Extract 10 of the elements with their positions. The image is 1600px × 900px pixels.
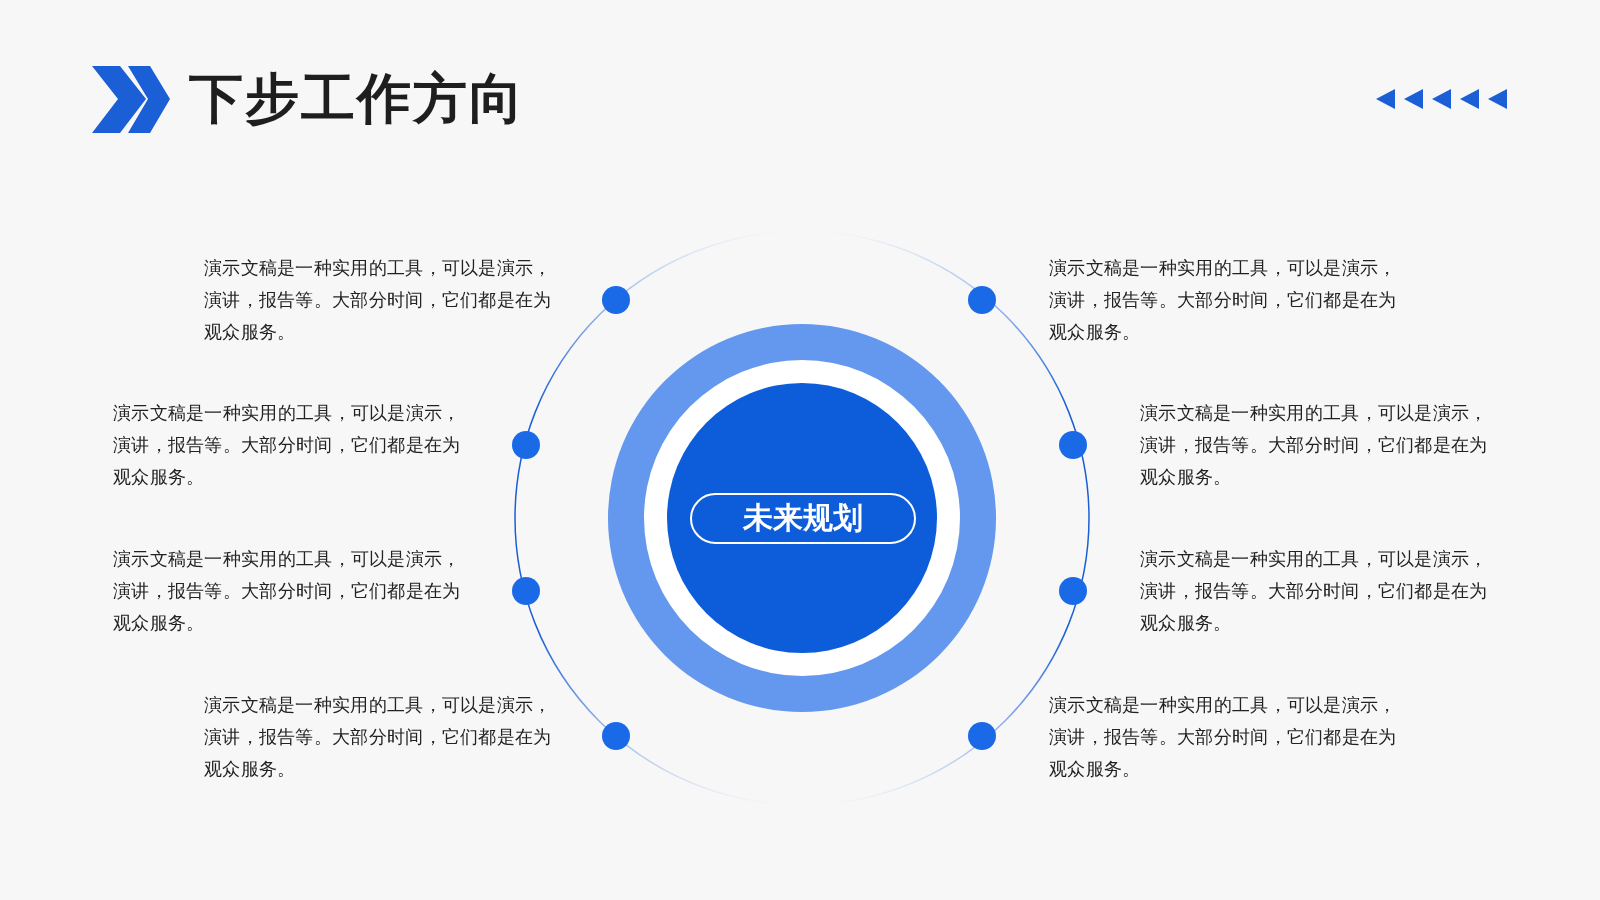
description-text: 演示文稿是一种实用的工具，可以是演示，演讲，报告等。大部分时间，它们都是在为观众服务。	[1049, 693, 1398, 781]
title-pill: 未来规划	[690, 493, 916, 544]
description-text: 演示文稿是一种实用的工具，可以是演示，演讲，报告等。大部分时间，它们都是在为观众服务。	[204, 693, 553, 781]
description-text: 演示文稿是一种实用的工具，可以是演示，演讲，报告等。大部分时间，它们都是在为观众服务。	[113, 547, 462, 635]
description-text: 演示文稿是一种实用的工具，可以是演示，演讲，报告等。大部分时间，它们都是在为观众服务。	[204, 256, 553, 344]
title: 下步工作方向	[189, 66, 525, 132]
description-text: 演示文稿是一种实用的工具，可以是演示，演讲，报告等。大部分时间，它们都是在为观众服务。	[1140, 547, 1489, 635]
description-text: 演示文稿是一种实用的工具，可以是演示，演讲，报告等。大部分时间，它们都是在为观众服务。	[113, 401, 462, 489]
description-text: 演示文稿是一种实用的工具，可以是演示，演讲，报告等。大部分时间，它们都是在为观众服务。	[1049, 256, 1398, 344]
description-text: 演示文稿是一种实用的工具，可以是演示，演讲，报告等。大部分时间，它们都是在为观众服务。	[1140, 401, 1489, 489]
